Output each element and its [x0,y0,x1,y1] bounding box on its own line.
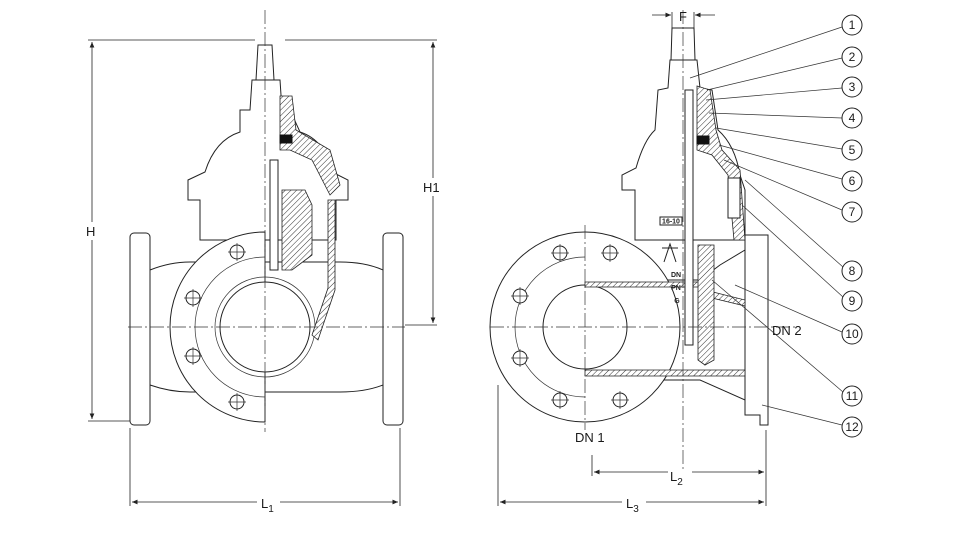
callout-3: 3 [705,76,863,101]
dim-h-label: H [86,224,95,239]
dim-l2-label: L2 [670,469,683,488]
stem [269,159,279,271]
callout-5: 5 [715,127,863,161]
dimension-f: F [652,9,715,30]
left-view-valve [129,44,404,426]
callout-9: 9 [741,204,863,312]
dimension-h: H [86,39,437,422]
dimension-h1: H1 [405,42,440,326]
dimension-l3: L3 [497,385,764,515]
svg-text:5: 5 [849,143,856,157]
svg-text:1: 1 [849,18,856,32]
stamp-text: 16-10 [662,219,680,226]
callout-2: 2 [706,46,863,91]
mark-g: G [674,298,680,305]
left-flange [129,232,151,426]
callout-7: 7 [723,159,863,223]
svg-text:11: 11 [846,389,859,403]
manufacturer-logo [662,242,678,263]
bolt-holes [511,244,629,409]
svg-text:7: 7 [849,205,856,219]
svg-text:2: 2 [849,50,856,64]
svg-text:9: 9 [849,294,856,308]
callout-11: 11 [711,279,863,407]
svg-text:4: 4 [849,111,856,125]
callout-8: 8 [744,179,863,282]
callout-10: 10 [734,284,863,345]
dim-dn2-label: DN 2 [772,323,802,338]
callout-12: 12 [761,404,863,438]
right-view-valve: 16-10 DN PN G [489,27,769,426]
svg-text:3: 3 [849,80,856,94]
part-callouts: 1 2 3 4 5 6 7 8 9 10 11 12 [689,14,863,438]
dim-h1-label: H1 [423,180,440,195]
dimension-l2: L2 [591,430,767,506]
dn2-flange [744,234,769,426]
dim-dn1-label: DN 1 [575,430,605,445]
svg-text:12: 12 [845,420,859,434]
callout-1: 1 [689,14,863,79]
wedge [281,189,313,271]
body-wall-section [311,199,336,341]
dim-f-label: F [679,9,687,24]
stamp-box [659,216,683,226]
seal [696,135,710,145]
bolt-holes [184,243,246,411]
dim-l3-label: L3 [626,496,639,515]
callout-6: 6 [718,144,863,192]
bonnet-section [279,95,341,196]
mark-pn: PN [671,285,681,292]
seal [279,134,293,144]
dimension-l1: L1 [129,428,401,515]
svg-text:6: 6 [849,174,856,188]
wedge [697,244,715,366]
svg-text:8: 8 [849,264,856,278]
right-flange [382,232,404,426]
bonnet [621,59,746,241]
stem [684,89,694,346]
svg-text:10: 10 [845,327,859,341]
mark-dn: DN [671,272,681,279]
dim-l1-label: L1 [261,496,274,515]
bolt [727,177,741,219]
callout-4: 4 [708,107,863,129]
